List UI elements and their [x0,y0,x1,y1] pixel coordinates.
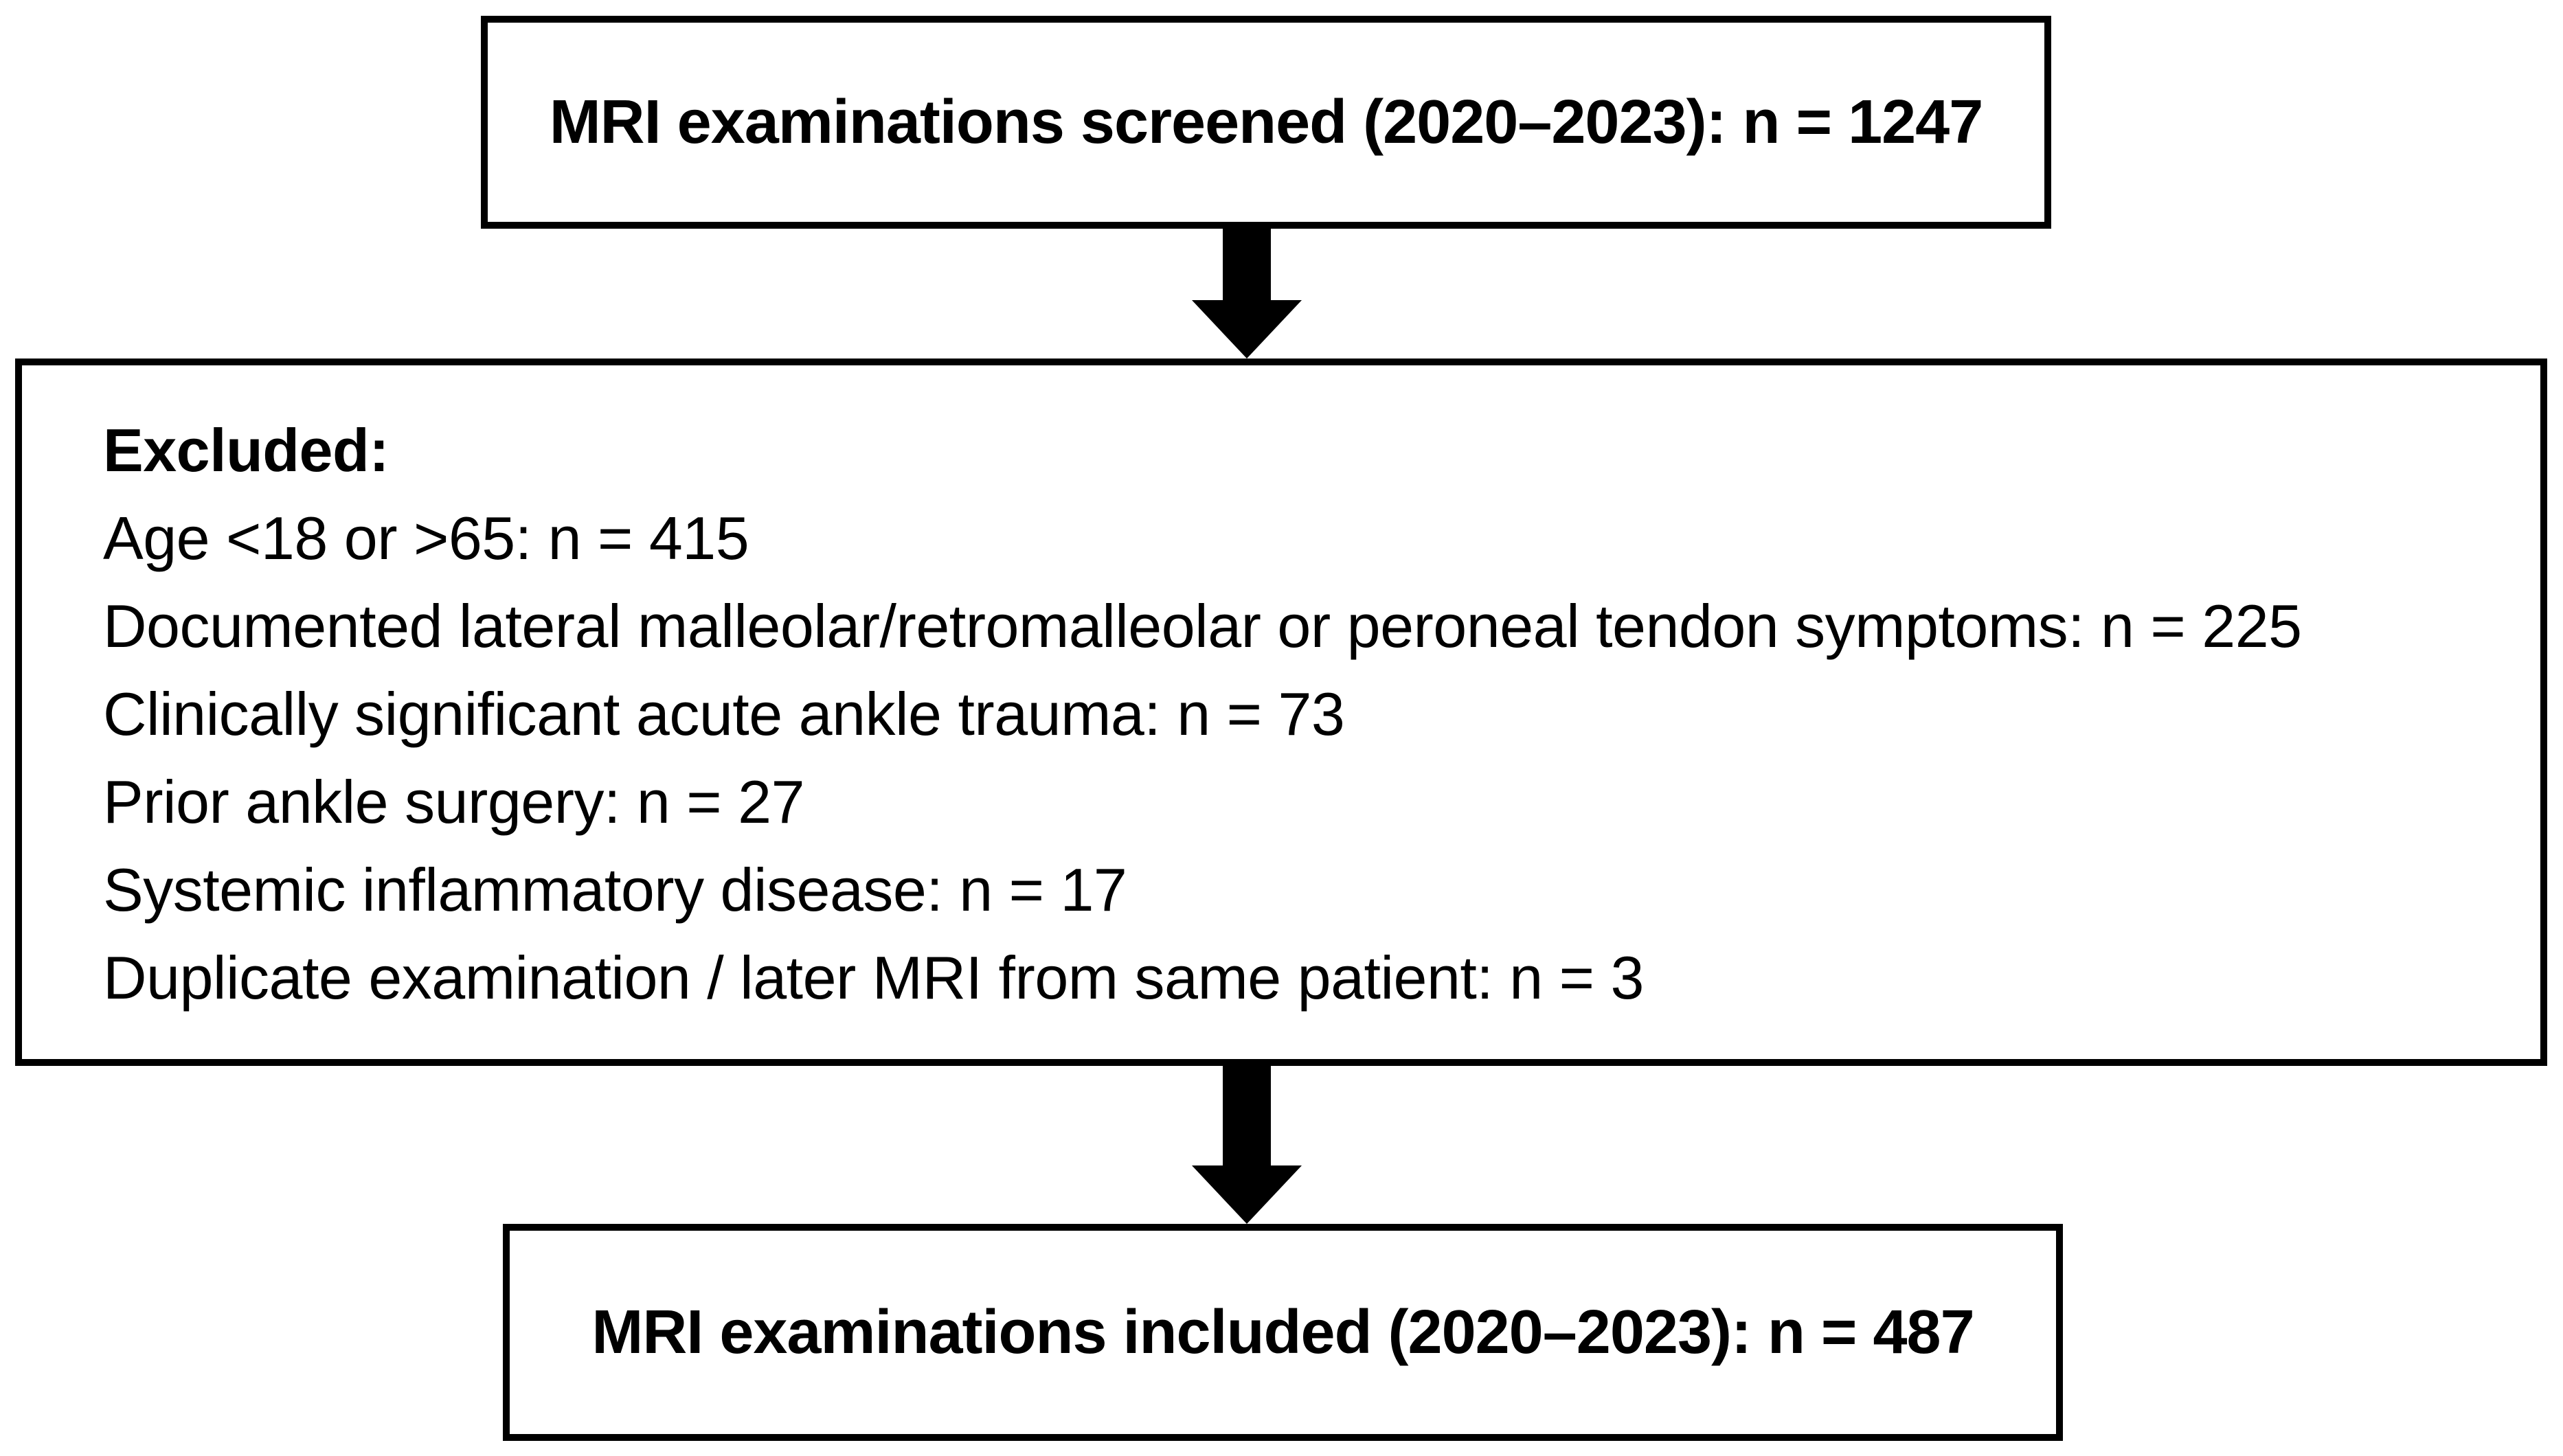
excluded-heading: Excluded: [103,416,389,484]
excluded-item: Prior ankle surgery: n = 27 [103,768,805,836]
down-arrow-icon [1192,1066,1302,1224]
excluded-item: Systemic inflammatory disease: n = 17 [103,856,1127,924]
excluded-item: Documented lateral malleolar/retromalleo… [103,592,2302,660]
excluded-item: Clinically significant acute ankle traum… [103,680,1345,748]
included-box-label: MRI examinations included (2020–2023): n… [591,1297,1974,1367]
screened-box-label: MRI examinations screened (2020–2023): n… [549,87,1984,157]
excluded-item: Duplicate examination / later MRI from s… [103,944,1644,1012]
included-box: MRI examinations included (2020–2023): n… [503,1224,2063,1441]
down-arrow-icon [1192,229,1302,359]
screened-box: MRI examinations screened (2020–2023): n… [481,16,2051,229]
excluded-item: Age <18 or >65: n = 415 [103,504,749,572]
